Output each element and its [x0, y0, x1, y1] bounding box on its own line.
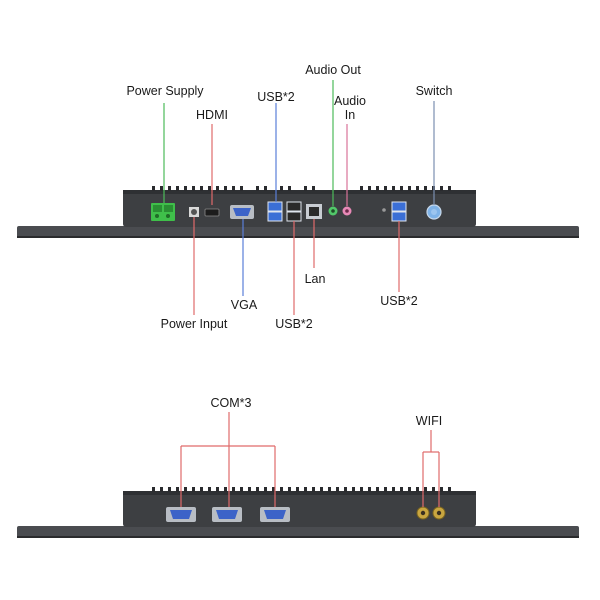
bottom-rear-housing	[123, 491, 476, 527]
usb-port-pair-top-right	[391, 201, 407, 222]
label-com: COM*3	[210, 396, 252, 410]
label-audio-in: Audio In	[334, 94, 366, 122]
com-bracket-lines	[180, 412, 276, 507]
label-usb-top-left: USB*2	[257, 90, 295, 104]
screw-hole-top	[382, 208, 386, 212]
label-usb-bottom-mid: USB*2	[275, 317, 313, 331]
top-vent-fins	[152, 186, 451, 191]
label-audio-in-line2: In	[344, 108, 356, 122]
leader-lines-top-upper	[163, 80, 435, 206]
wifi-antenna-connector-2	[432, 506, 446, 520]
label-wifi: WIFI	[415, 414, 443, 428]
label-power-input: Power Input	[160, 317, 228, 331]
label-hdmi: HDMI	[196, 108, 228, 122]
wifi-antenna-connector-1	[416, 506, 430, 520]
power-switch-button	[426, 204, 442, 220]
top-bezel	[17, 226, 579, 238]
com-port-1	[166, 507, 196, 522]
power-supply-terminal	[151, 203, 175, 221]
label-audio-in-line1: Audio	[334, 94, 366, 108]
com-port-3	[260, 507, 290, 522]
bottom-bezel	[17, 526, 579, 538]
usb-port-pair-top-left	[267, 201, 283, 222]
power-input-jack	[189, 207, 199, 217]
hdmi-port	[204, 208, 220, 217]
lan-port	[306, 204, 322, 219]
audio-out-jack	[328, 206, 338, 216]
com-port-2	[212, 507, 242, 522]
wifi-bracket-lines	[422, 430, 440, 507]
label-vga: VGA	[230, 298, 258, 312]
label-usb-bottom-right: USB*2	[380, 294, 418, 308]
label-switch: Switch	[415, 84, 453, 98]
bottom-chassis	[17, 487, 579, 538]
bottom-vent-fins	[152, 487, 451, 492]
label-audio-out: Audio Out	[305, 63, 361, 77]
vga-port	[230, 205, 254, 219]
leader-lines-top-lower	[193, 217, 400, 315]
audio-in-jack	[342, 206, 352, 216]
label-power-supply: Power Supply	[126, 84, 204, 98]
usb-port-pair-mid	[286, 201, 302, 222]
label-lan: Lan	[304, 272, 326, 286]
